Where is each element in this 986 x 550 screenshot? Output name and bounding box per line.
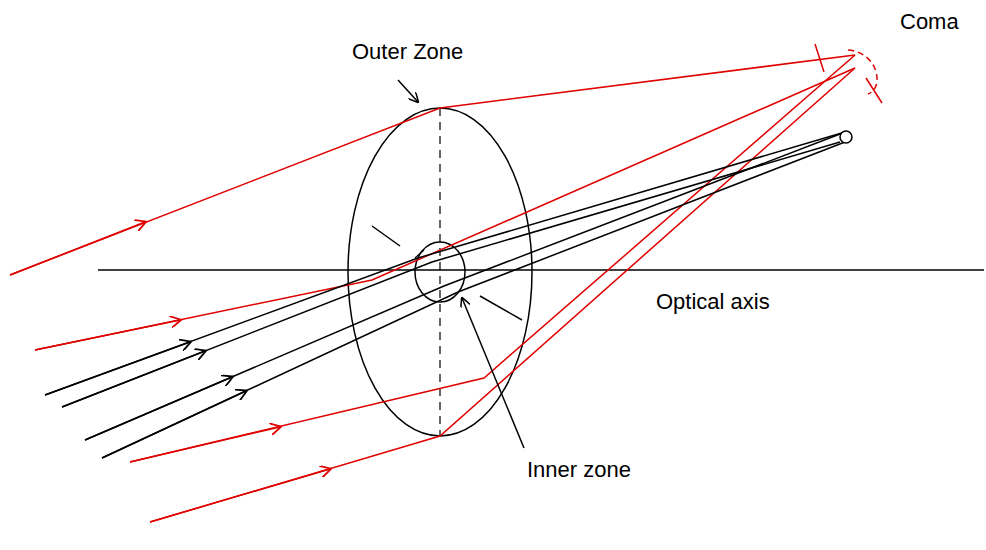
- axis-label: Optical axis: [656, 290, 770, 314]
- aberration-label: Coma: [900, 10, 959, 34]
- zone-label: Inner zone: [527, 458, 631, 482]
- zone-label: Outer Zone: [352, 40, 463, 64]
